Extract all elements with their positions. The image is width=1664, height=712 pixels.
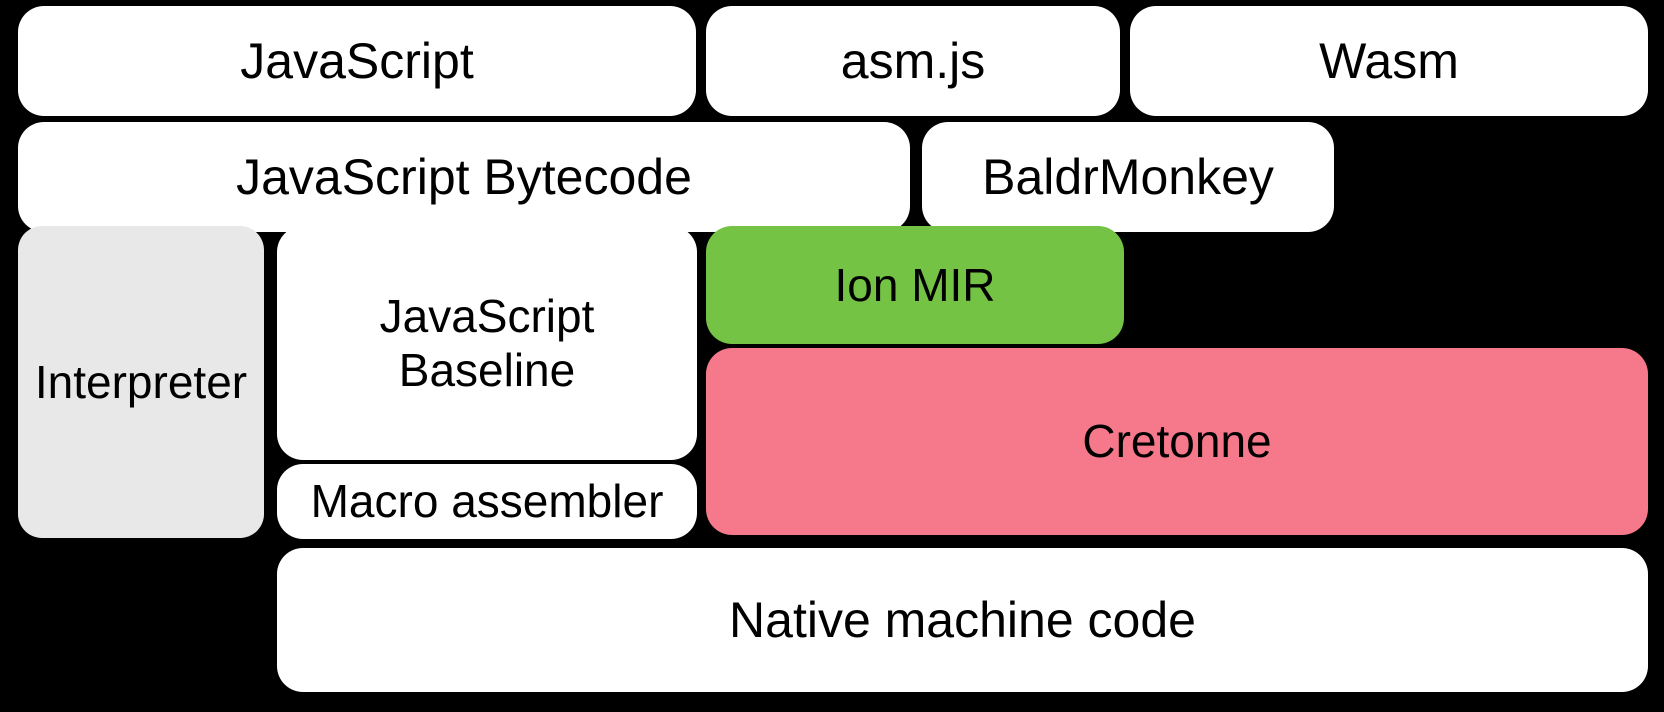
block-cretonne: Cretonne [706,348,1648,535]
block-baldrmonkey: BaldrMonkey [922,122,1334,232]
block-interpreter-label: Interpreter [34,355,248,408]
block-native-machine-code-label: Native machine code [729,591,1196,648]
block-ion-mir-label: Ion MIR [834,258,996,311]
block-javascript-bytecode: JavaScript Bytecode [18,122,910,232]
block-javascript: JavaScript [18,6,696,116]
block-macro-assembler-label: Macro assembler [310,475,664,528]
block-asmjs-label: asm.js [840,32,986,89]
block-baldrmonkey-label: BaldrMonkey [982,148,1274,205]
block-javascript-baseline-label: JavaScript Baseline [379,289,595,396]
block-macro-assembler: Macro assembler [277,464,697,539]
block-asmjs: asm.js [706,6,1120,116]
block-javascript-label: JavaScript [240,32,474,89]
block-ion-mir: Ion MIR [706,226,1124,344]
block-javascript-baseline: JavaScript Baseline [277,226,697,460]
block-wasm-label: Wasm [1319,32,1459,89]
block-interpreter: Interpreter [18,226,264,538]
block-wasm: Wasm [1130,6,1648,116]
block-cretonne-label: Cretonne [1082,415,1272,468]
block-javascript-bytecode-label: JavaScript Bytecode [236,148,692,205]
block-native-machine-code: Native machine code [277,548,1648,692]
